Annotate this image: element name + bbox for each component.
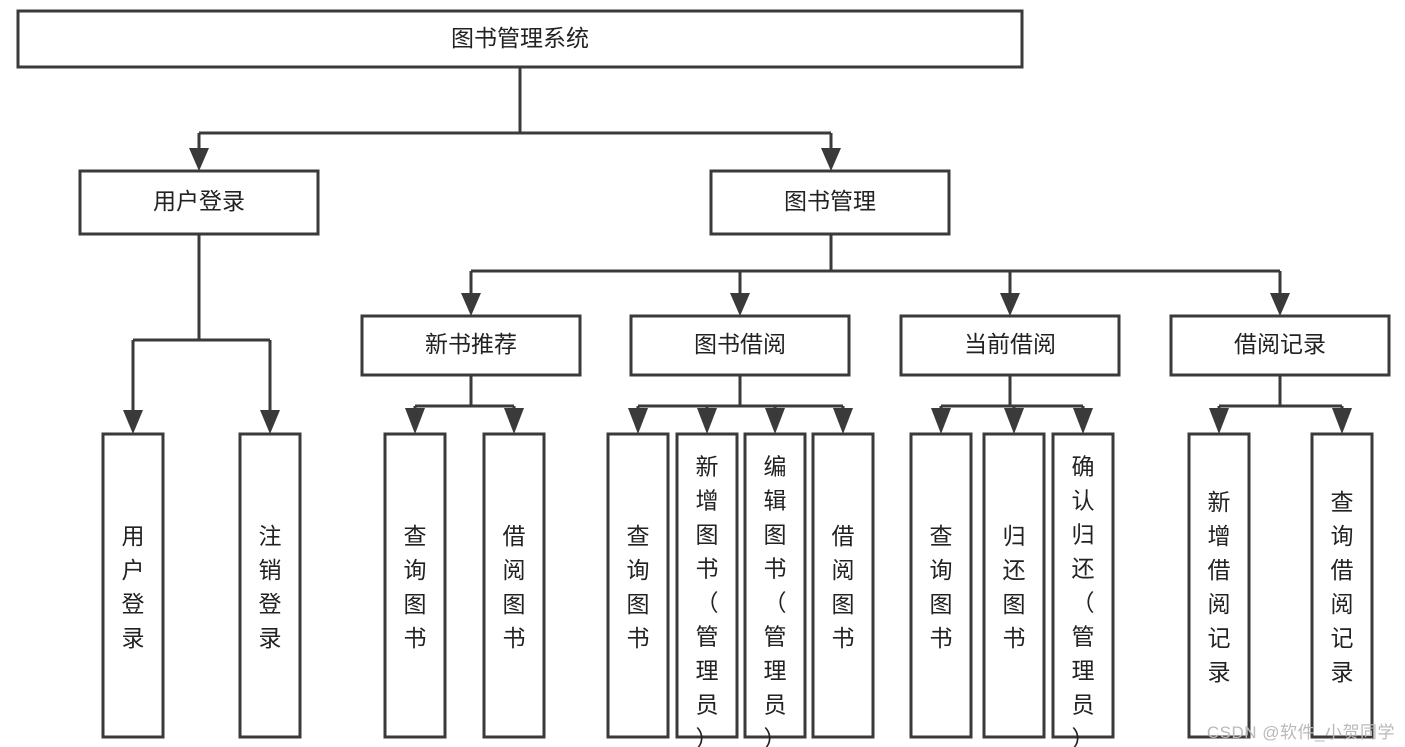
- node-borrow-record[interactable]: 借阅记录: [1169, 314, 1391, 377]
- arrowhead-bookborrow-leaf-3: [765, 408, 785, 434]
- leaf-user-login[interactable]: 用户登录: [101, 432, 165, 739]
- leaf-logout-label: 注销登录: [259, 523, 282, 651]
- leaf-borrow-book-label: 借阅图书: [832, 523, 855, 651]
- arrowhead-borrowrecord-leaf-2: [1332, 408, 1352, 434]
- leaf-query-book-borrow-box[interactable]: [606, 432, 670, 739]
- leaf-query-book-rec-label: 查询图书: [404, 523, 427, 651]
- leaf-borrow-book-rec-box[interactable]: [482, 432, 546, 739]
- node-current-borrow-box[interactable]: [899, 314, 1121, 377]
- connector-layer: [123, 67, 1352, 434]
- node-current-borrow-label: 当前借阅: [964, 331, 1056, 357]
- arrowhead-bookborrow-leaf-1: [628, 408, 648, 434]
- leaf-add-book-admin[interactable]: 新增图书（管理员）: [675, 432, 739, 747]
- leaf-user-login-label: 用户登录: [122, 523, 145, 651]
- arrowhead-to-new-book-rec: [461, 293, 481, 316]
- node-user-login-box[interactable]: [78, 169, 320, 236]
- leaf-query-book-rec[interactable]: 查询图书: [383, 432, 447, 739]
- leaf-borrow-book[interactable]: 借阅图书: [811, 432, 875, 739]
- leaf-borrow-book-rec-label: 借阅图书: [503, 523, 526, 651]
- node-new-book-recommend-box[interactable]: [360, 314, 582, 377]
- arrowhead-currentborrow-leaf-1: [931, 408, 951, 434]
- leaf-edit-book-admin-box[interactable]: [743, 432, 807, 739]
- leaf-add-borrow-record-label: 新增借阅记录: [1208, 489, 1231, 685]
- leaf-query-borrow-record-label: 查询借阅记录: [1331, 489, 1354, 685]
- node-user-login[interactable]: 用户登录: [78, 169, 320, 236]
- arrowhead-newbook-leaf-2: [504, 408, 524, 434]
- node-new-book-recommend-label: 新书推荐: [425, 331, 517, 357]
- leaf-query-book-current-label: 查询图书: [930, 523, 953, 651]
- node-root-label: 图书管理系统: [451, 25, 589, 51]
- arrowhead-currentborrow-leaf-3: [1073, 408, 1093, 434]
- connector-bookborrow-to-leaves: [636, 375, 845, 412]
- node-borrow-record-box[interactable]: [1169, 314, 1391, 377]
- arrowhead-to-leaf-user-login: [123, 410, 143, 434]
- leaf-query-book-borrow[interactable]: 查询图书: [606, 432, 670, 739]
- leaf-edit-book-admin-label: 编辑图书（管理员）: [764, 454, 787, 747]
- leaf-add-borrow-record-box[interactable]: [1187, 432, 1251, 739]
- leaf-return-book-label: 归还图书: [1003, 523, 1026, 651]
- leaf-borrow-book-rec[interactable]: 借阅图书: [482, 432, 546, 739]
- leaf-query-book-current[interactable]: 查询图书: [909, 432, 973, 739]
- leaf-query-borrow-record-box[interactable]: [1310, 432, 1374, 739]
- leaf-query-borrow-record[interactable]: 查询借阅记录: [1310, 432, 1374, 739]
- leaf-confirm-return-admin-label: 确认归还（管理员）: [1072, 454, 1095, 747]
- leaf-logout-box[interactable]: [238, 432, 302, 739]
- csdn-watermark: CSDN @软件_小贺同学: [1206, 723, 1395, 742]
- arrowhead-newbook-leaf-1: [405, 408, 425, 434]
- arrowhead-to-leaf-logout: [260, 410, 280, 434]
- node-layer: 图书管理系统 用户登录 图书管理 新书推荐 图书借阅 当前: [16, 9, 1391, 747]
- arrowhead-to-borrow-record: [1270, 293, 1290, 316]
- leaf-confirm-return-admin[interactable]: 确认归还（管理员）: [1051, 432, 1115, 747]
- connector-bookmanage-to-level3: [469, 234, 1282, 295]
- leaf-add-borrow-record[interactable]: 新增借阅记录: [1187, 432, 1251, 739]
- leaf-confirm-return-admin-box[interactable]: [1051, 432, 1115, 739]
- arrowhead-borrowrecord-leaf-1: [1209, 408, 1229, 434]
- leaf-return-book[interactable]: 归还图书: [982, 432, 1046, 739]
- connector-newbook-to-leaves: [413, 375, 516, 412]
- node-root-box[interactable]: [16, 9, 1024, 69]
- leaf-edit-book-admin[interactable]: 编辑图书（管理员）: [743, 432, 807, 747]
- node-book-borrow[interactable]: 图书借阅: [629, 314, 851, 377]
- connector-root-to-level2: [197, 67, 833, 150]
- arrowhead-bookborrow-leaf-4: [833, 408, 853, 434]
- node-current-borrow[interactable]: 当前借阅: [899, 314, 1121, 377]
- connector-userlogin-to-leaves: [131, 234, 272, 412]
- leaf-add-book-admin-label: 新增图书（管理员）: [696, 454, 719, 747]
- connector-currentborrow-to-leaves: [939, 375, 1085, 412]
- node-borrow-record-label: 借阅记录: [1234, 331, 1326, 357]
- leaf-query-book-borrow-label: 查询图书: [627, 523, 650, 651]
- arrowhead-bookborrow-leaf-2: [697, 408, 717, 434]
- arrowhead-to-current-borrow: [1000, 293, 1020, 316]
- node-book-management-box[interactable]: [709, 169, 951, 236]
- leaf-logout[interactable]: 注销登录: [238, 432, 302, 739]
- node-book-management[interactable]: 图书管理: [709, 169, 951, 236]
- leaf-user-login-box[interactable]: [101, 432, 165, 739]
- leaf-borrow-book-box[interactable]: [811, 432, 875, 739]
- leaf-query-book-current-box[interactable]: [909, 432, 973, 739]
- leaf-query-book-rec-box[interactable]: [383, 432, 447, 739]
- node-user-login-label: 用户登录: [153, 188, 245, 214]
- node-book-borrow-label: 图书借阅: [694, 331, 786, 357]
- arrowhead-to-book-manage: [821, 148, 841, 171]
- node-book-management-label: 图书管理: [784, 188, 876, 214]
- leaf-return-book-box[interactable]: [982, 432, 1046, 739]
- node-root[interactable]: 图书管理系统: [16, 9, 1024, 69]
- arrowhead-to-book-borrow: [730, 293, 750, 316]
- node-book-borrow-box[interactable]: [629, 314, 851, 377]
- arrowhead-currentborrow-leaf-2: [1004, 408, 1024, 434]
- connector-borrowrecord-to-leaves: [1217, 375, 1344, 412]
- node-new-book-recommend[interactable]: 新书推荐: [360, 314, 582, 377]
- leaf-add-book-admin-box[interactable]: [675, 432, 739, 739]
- arrowhead-to-user-login: [189, 148, 209, 171]
